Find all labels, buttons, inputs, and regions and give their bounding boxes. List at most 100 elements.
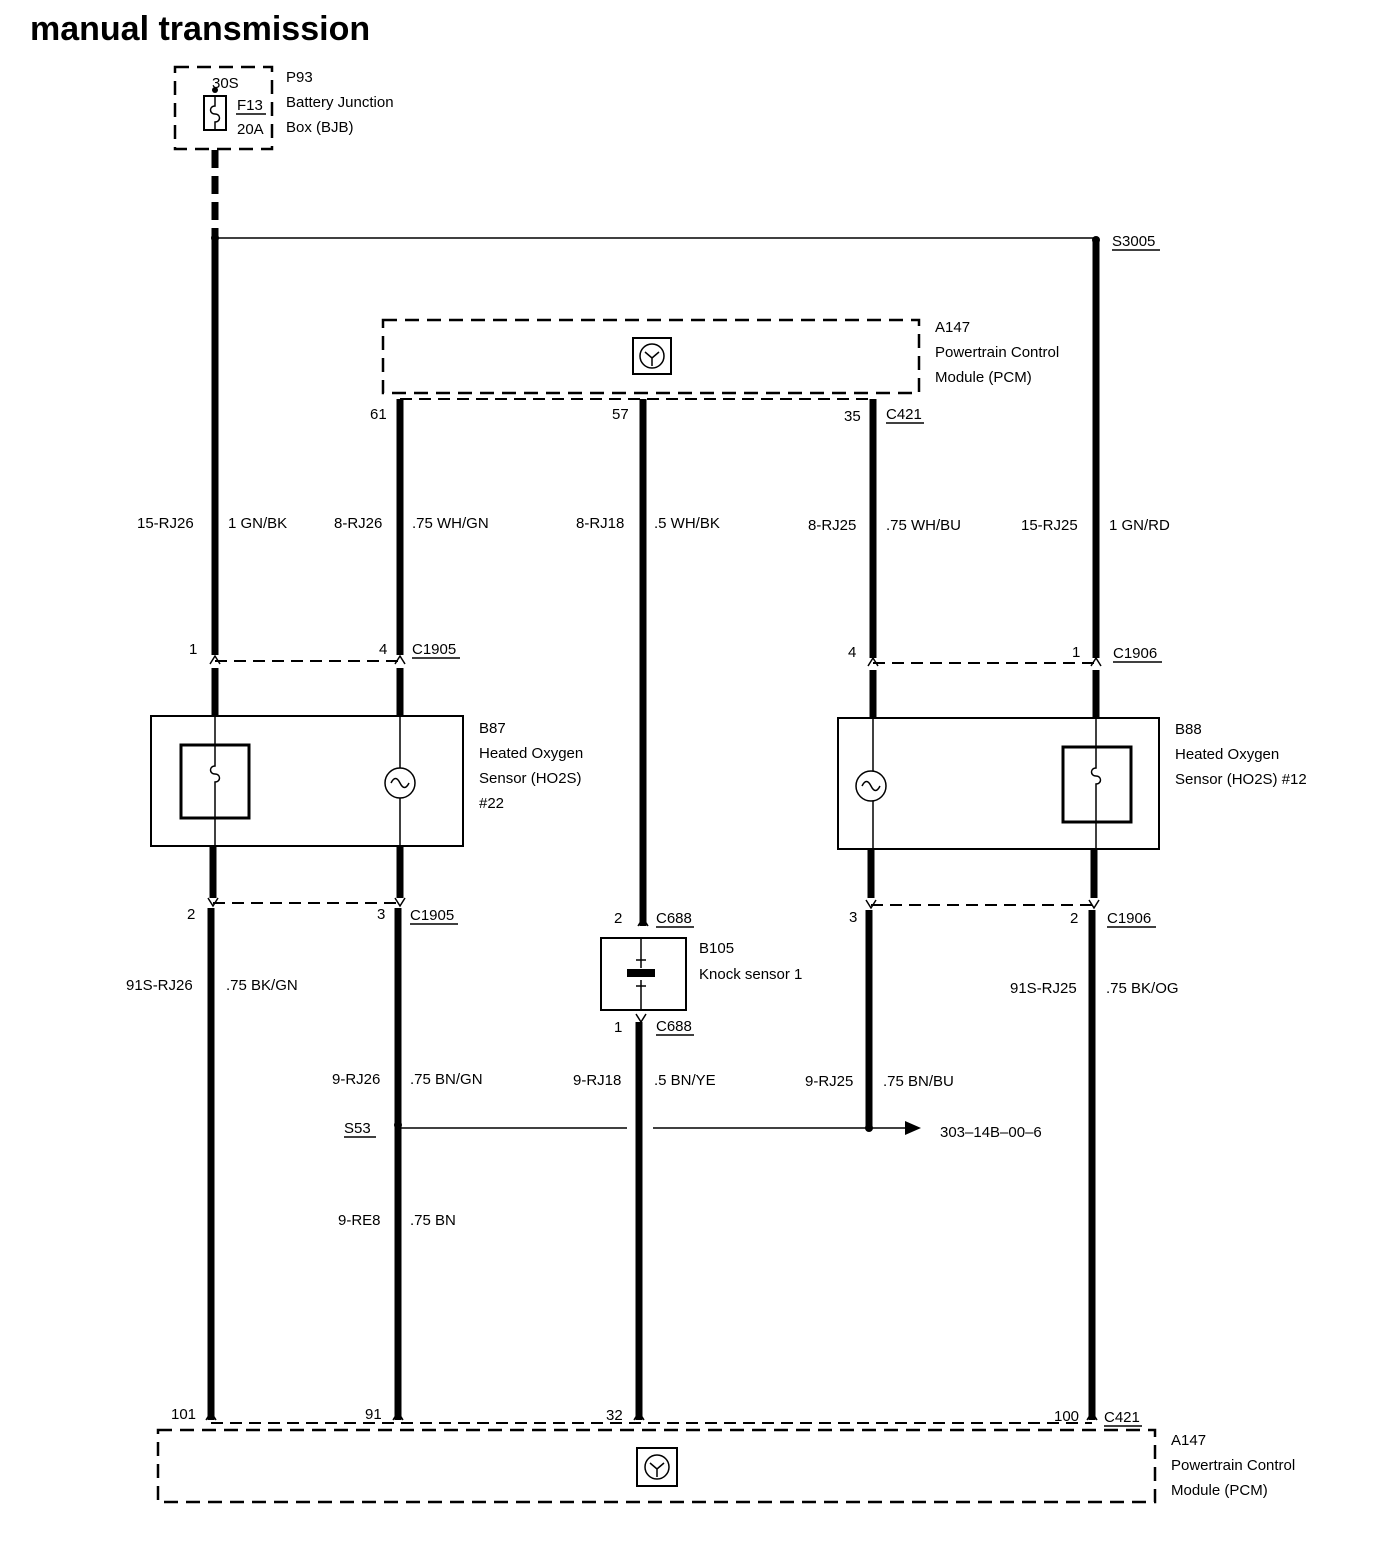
label-91s-rj26: 91S-RJ26 [126, 977, 193, 994]
c1906-pin-2: 2 [1070, 910, 1078, 927]
b87-heater-element-icon [209, 716, 221, 846]
label-9-re8: 9-RE8 [338, 1212, 381, 1229]
pcm-bottom-icon [636, 1447, 678, 1487]
pcm-top-line1: Powertrain Control [935, 344, 1059, 361]
pcm-bottom-pin-100: 100 [1054, 1408, 1079, 1425]
splice-top-label: S3005 [1112, 233, 1155, 250]
label-15-rj26: 15-RJ26 [137, 515, 194, 532]
c1906-bottom-name: C1906 [1107, 910, 1151, 927]
page-title: manual transmission [30, 10, 371, 48]
knock-id: B105 [699, 940, 734, 957]
pcm-top-pin-35: 35 [844, 408, 861, 425]
knock-sensor-crystal-icon [627, 969, 655, 977]
pcm-bottom-pin-32: 32 [606, 1407, 623, 1424]
b88-sine-icon [861, 780, 881, 792]
c1905-bottom-name: C1905 [410, 907, 454, 924]
s53-label: S53 [344, 1120, 371, 1137]
c1906-pin-1: 1 [1072, 644, 1080, 661]
c1905-pin-1: 1 [189, 641, 197, 658]
fuse-terminal: 30S [212, 75, 239, 92]
c1906-bottom-right-arrow [1088, 899, 1100, 910]
label-9-rj18: 9-RJ18 [573, 1072, 621, 1089]
label-15-rj25: 15-RJ25 [1021, 517, 1078, 534]
label-75-bn: .75 BN [410, 1212, 456, 1229]
b87-sine-icon [390, 777, 410, 789]
bjb-id: P93 [286, 69, 313, 86]
label-75-bn-bu: .75 BN/BU [883, 1073, 954, 1090]
pcm-bottom-connector: C421 [1104, 1409, 1140, 1426]
s53-right-dot [865, 1124, 873, 1132]
pcm-top-line2: Module (PCM) [935, 369, 1032, 386]
label-91s-rj25: 91S-RJ25 [1010, 980, 1077, 997]
knock-name: Knock sensor 1 [699, 966, 802, 983]
b87-line2: Sensor (HO2S) [479, 770, 582, 787]
fuse-name: F13 [237, 97, 263, 114]
c1905-pin-3: 3 [377, 906, 385, 923]
c1905-top-left-arrow [209, 654, 221, 665]
pcm-bottom-pin-91-arrow [392, 1410, 404, 1421]
pcm-bottom-pin-101: 101 [171, 1406, 196, 1423]
label-1-gn-bk: 1 GN/BK [228, 515, 287, 532]
c1906-pin-3: 3 [849, 909, 857, 926]
pcm-bottom-pin-101-arrow [205, 1410, 217, 1421]
pcm-top-id: A147 [935, 319, 970, 336]
c1905-bottom-right-arrow [394, 897, 406, 908]
pcm-bottom-transistor-icon [644, 1454, 670, 1480]
c1905-top-right-arrow [394, 654, 406, 665]
c1905-bottom-left-arrow [207, 897, 219, 908]
pcm-top-transistor-icon [639, 343, 665, 369]
fuse-rating: 20A [237, 121, 264, 138]
label-75-wh-bu: .75 WH/BU [886, 517, 961, 534]
c1906-top-right-arrow [1090, 656, 1102, 667]
label-5-wh-bk: .5 WH/BK [654, 515, 720, 532]
label-8-rj18: 8-RJ18 [576, 515, 624, 532]
b88-id: B88 [1175, 721, 1202, 738]
c1906-top-name: C1906 [1113, 645, 1157, 662]
pcm-top-pin-57: 57 [612, 406, 629, 423]
c1906-top-left-arrow [867, 656, 879, 667]
c688-bottom-name: C688 [656, 1018, 692, 1035]
c1906-bottom-left-arrow [865, 899, 877, 910]
pcm-bottom-line1: Powertrain Control [1171, 1457, 1295, 1474]
pcm-top-pin-61: 61 [370, 406, 387, 423]
label-75-bk-gn: .75 BK/GN [226, 977, 298, 994]
bjb-line2: Box (BJB) [286, 119, 354, 136]
pcm-bottom-line2: Module (PCM) [1171, 1482, 1268, 1499]
pcm-bottom-pin-32-arrow [633, 1410, 645, 1421]
c688-top-arrow [637, 916, 649, 927]
pcm-bottom-id: A147 [1171, 1432, 1206, 1449]
fuse-element-icon [209, 96, 221, 130]
label-8-rj26: 8-RJ26 [334, 515, 382, 532]
label-9-rj25: 9-RJ25 [805, 1073, 853, 1090]
b87-line1: Heated Oxygen [479, 745, 583, 762]
pcm-top-transistor-lines [644, 351, 660, 366]
pcm-bottom-pin-91: 91 [365, 1406, 382, 1423]
pcm-bottom-transistor-lines [649, 1462, 665, 1477]
label-8-rj25: 8-RJ25 [808, 517, 856, 534]
c688-top-name: C688 [656, 910, 692, 927]
reference-label: 303–14B–00–6 [940, 1124, 1042, 1141]
bjb-line1: Battery Junction [286, 94, 394, 111]
b88-heater-element-icon [1090, 718, 1102, 849]
b88-line1: Heated Oxygen [1175, 746, 1279, 763]
label-1-gn-rd: 1 GN/RD [1109, 517, 1170, 534]
c1905-pin-4: 4 [379, 641, 387, 658]
pcm-top-connector: C421 [886, 406, 922, 423]
c1906-pin-4: 4 [848, 644, 856, 661]
c688-pin-2: 2 [614, 910, 622, 927]
c688-bottom-arrow [635, 1013, 647, 1024]
s53-splice-dot [394, 1121, 402, 1129]
reference-arrow-icon [905, 1121, 921, 1135]
c1905-top-name: C1905 [412, 641, 456, 658]
c1905-pin-2: 2 [187, 906, 195, 923]
label-5-bn-ye: .5 BN/YE [654, 1072, 716, 1089]
fuse-terminal-dot [212, 87, 218, 93]
b87-line3: #22 [479, 795, 504, 812]
label-75-bn-gn: .75 BN/GN [410, 1071, 483, 1088]
b88-line2: Sensor (HO2S) #12 [1175, 771, 1307, 788]
label-9-rj26: 9-RJ26 [332, 1071, 380, 1088]
c688-pin-1: 1 [614, 1019, 622, 1036]
label-75-bk-og: .75 BK/OG [1106, 980, 1179, 997]
label-75-wh-gn: .75 WH/GN [412, 515, 489, 532]
